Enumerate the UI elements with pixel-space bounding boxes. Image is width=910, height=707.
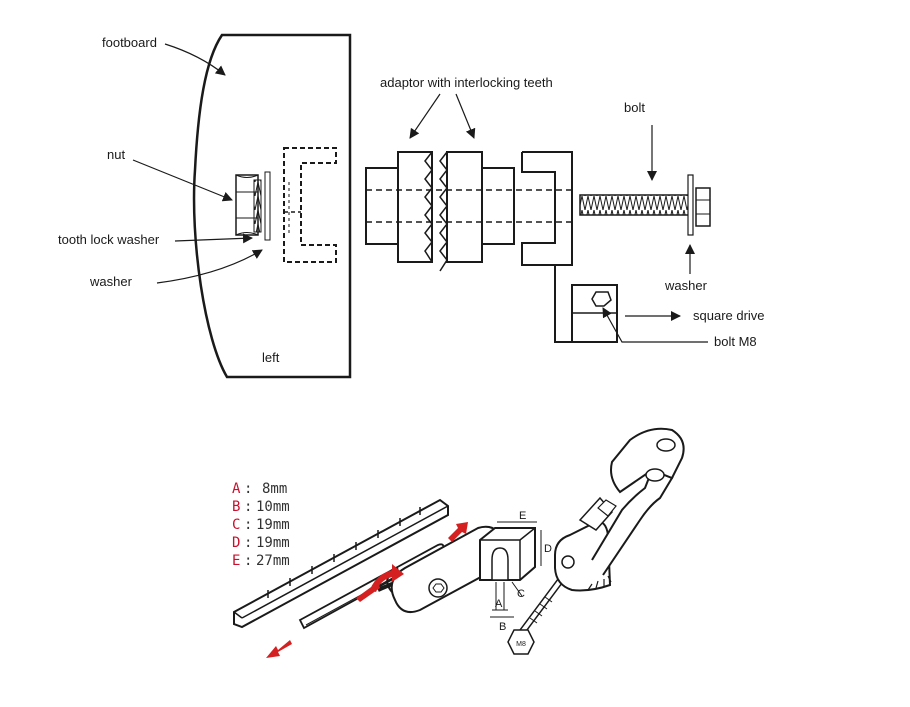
movement-arrows (266, 522, 468, 658)
pedal-arm (554, 427, 685, 592)
hidden-bracket (283, 147, 337, 263)
perspective-view: A : 8mm B : 10mm C : 19mm D : 19mm E : 2… (232, 427, 685, 658)
block-dim-a: A (495, 598, 503, 610)
dim-value-a: 8mm (262, 481, 287, 497)
tooth-lock-washer-label: tooth lock washer (58, 232, 160, 247)
block-dim-e: E (519, 510, 526, 522)
adaptor-label: adaptor with interlocking teeth (380, 75, 553, 90)
adaptor-left-half (365, 151, 433, 263)
block-dim-b: B (499, 621, 506, 633)
dim-letter-e: E (232, 553, 240, 569)
exploded-view: footboard nut tooth lock washer washer l… (58, 33, 765, 379)
nut-label: nut (107, 147, 125, 162)
dim-letter-b: B (232, 499, 240, 515)
svg-text::: : (244, 499, 252, 515)
bolt-icon (579, 187, 711, 227)
svg-text::: : (244, 481, 252, 497)
square-drive-label: square drive (693, 308, 765, 323)
bolt-head-text: M8 (516, 641, 526, 648)
block-dim-c: C (517, 588, 525, 600)
washer-right-label: washer (664, 278, 708, 293)
adaptor-right-half (439, 151, 515, 272)
arrow-icon-up (448, 522, 468, 542)
washer-right-icon (687, 174, 694, 236)
left-label: left (262, 350, 280, 365)
svg-text::: : (244, 535, 252, 551)
rotate-arrow-icon-2 (356, 582, 380, 602)
svg-text::: : (244, 553, 252, 569)
dim-value-b: 10mm (256, 499, 290, 515)
arrow-icon-down (266, 640, 292, 658)
bolt-m8-label: bolt M8 (714, 334, 757, 349)
square-block: E D A B C (479, 510, 552, 633)
bolt-label: bolt (624, 100, 645, 115)
footboard-label: footboard (102, 35, 157, 50)
dim-letter-c: C (232, 517, 240, 533)
block-dim-d: D (544, 543, 552, 555)
footboard-plate (192, 33, 352, 379)
washer-left-label: washer (89, 274, 133, 289)
washer-left-icon (264, 171, 271, 241)
dimension-table: A : 8mm B : 10mm C : 19mm D : 19mm E : 2… (232, 481, 290, 569)
dim-letter-a: A (232, 481, 241, 497)
svg-text::: : (244, 517, 252, 533)
tooth-lock-washer-icon (253, 179, 262, 233)
dim-letter-d: D (232, 535, 240, 551)
dim-value-d: 19mm (256, 535, 290, 551)
dim-value-e: 27mm (256, 553, 290, 569)
angle-bracket (521, 151, 618, 343)
dim-value-c: 19mm (256, 517, 290, 533)
